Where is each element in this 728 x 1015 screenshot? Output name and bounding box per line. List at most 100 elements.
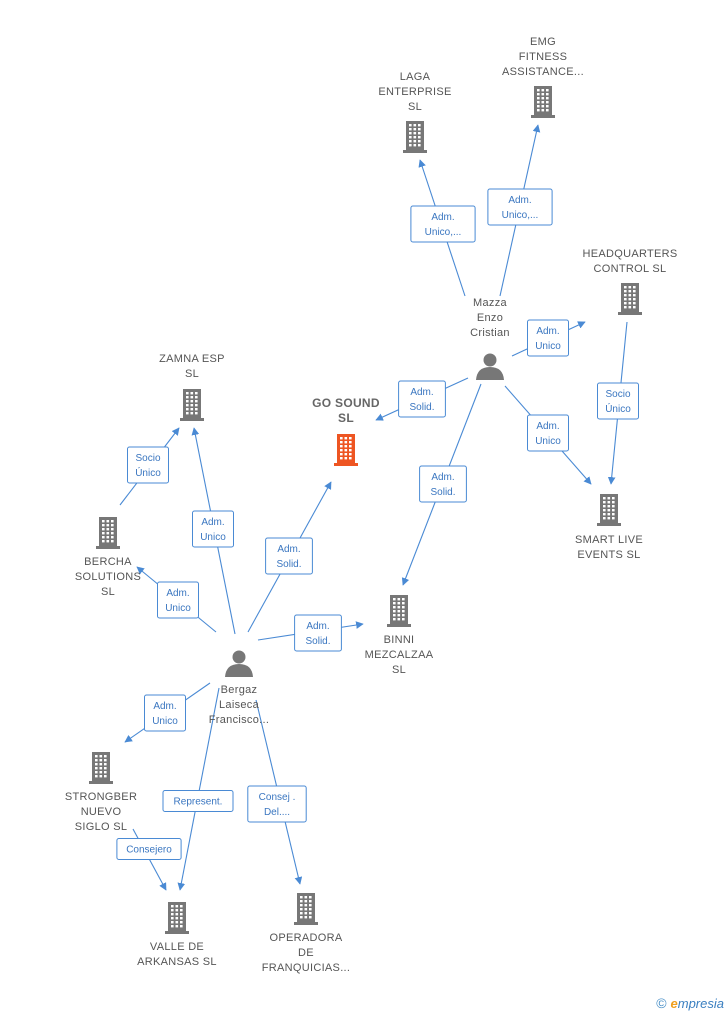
- strongber-building-icon[interactable]: [89, 752, 113, 784]
- edge-label-box[interactable]: Consejero: [116, 838, 182, 860]
- node-smart-label-line: SMART LIVE: [575, 534, 643, 546]
- edge-label-text: Unico: [535, 341, 561, 352]
- node-gosound-label-line: GO SOUND: [312, 396, 380, 410]
- edge-label-text: Unico: [165, 603, 191, 614]
- edge-mazza-to-smart[interactable]: Adm. Unico: [504, 385, 592, 485]
- node-hq[interactable]: HEADQUARTERS CONTROL SL: [582, 248, 677, 315]
- edge-mazza-to-gosound[interactable]: Adm.Solid.: [375, 377, 469, 421]
- edge-label-text: Adm.: [536, 421, 559, 432]
- node-operadora-label-line: OPERADORA: [270, 932, 343, 944]
- edge-bergaz-to-valle[interactable]: Represent.: [162, 687, 234, 891]
- edge-mazza-to-hq[interactable]: Adm. Unico: [511, 319, 586, 357]
- edge-label-text: Socio: [605, 389, 630, 400]
- emg-building-icon[interactable]: [531, 86, 555, 118]
- edge-label-text: Solid.: [409, 402, 434, 413]
- edge-label-text: Unico: [200, 532, 226, 543]
- node-valle-label-line: ARKANSAS SL: [137, 956, 217, 968]
- edge-label-text: Adm.: [277, 544, 300, 555]
- edge-label-text: Unico: [152, 716, 178, 727]
- edges-layer: Adm.Unico,...Adm.Unico,...Adm.UnicoAdm.S…: [116, 124, 639, 891]
- node-strongber[interactable]: STRONGBER NUEVO SIGLO SL: [65, 752, 137, 833]
- edge-label-text: Adm.: [431, 212, 454, 223]
- edge-mazza-to-binni[interactable]: Adm. Solid.: [401, 383, 482, 586]
- edge-label-text: Del....: [264, 807, 290, 818]
- node-hq-label-line: CONTROL SL: [594, 263, 667, 275]
- edge-label-text: Socio: [135, 453, 160, 464]
- edge-label-box[interactable]: Adm. Unico: [527, 414, 569, 452]
- edge-label-box[interactable]: Adm. Solid.: [294, 614, 342, 652]
- zamna-building-icon[interactable]: [180, 389, 204, 421]
- edge-label-box[interactable]: Adm.Unico: [144, 694, 186, 732]
- node-operadora[interactable]: OPERADORADEFRANQUICIAS...: [262, 893, 351, 974]
- edge-label-box[interactable]: Represent.: [162, 790, 234, 812]
- node-strongber-label-line: STRONGBER: [65, 791, 137, 803]
- node-bercha-label-line: SL: [101, 586, 115, 598]
- node-zamna-label-line: ZAMNA ESP: [159, 353, 225, 365]
- node-valle-label-line: VALLE DE: [150, 941, 204, 953]
- edge-strongber-to-valle[interactable]: Consejero: [116, 828, 182, 891]
- bercha-building-icon[interactable]: [96, 517, 120, 549]
- node-emg-label-line: FITNESS: [519, 51, 568, 63]
- edge-label-text: Solid.: [305, 636, 330, 647]
- edge-label-text: Adm.: [306, 621, 329, 632]
- bergaz-person-icon[interactable]: [225, 650, 253, 678]
- node-emg[interactable]: EMG FITNESS ASSISTANCE...: [502, 36, 584, 118]
- mazza-person-icon[interactable]: [476, 353, 504, 381]
- edge-label-text: Unico,...: [502, 210, 539, 221]
- node-emg-label-line: EMG: [530, 36, 556, 48]
- node-laga-label-line: LAGA: [400, 71, 431, 83]
- node-valle[interactable]: VALLE DE ARKANSAS SL: [137, 902, 217, 968]
- operadora-building-icon[interactable]: [294, 893, 318, 925]
- node-strongber-label-line: SIGLO SL: [75, 821, 128, 833]
- node-strongber-label-line: NUEVO: [81, 806, 122, 818]
- edge-label-box[interactable]: Adm.Solid.: [265, 537, 313, 575]
- hq-building-icon[interactable]: [618, 283, 642, 315]
- edge-label-text: Adm.: [536, 326, 559, 337]
- edge-bergaz-to-gosound[interactable]: Adm.Solid.: [247, 481, 332, 633]
- node-bergaz-label-line: Laiseca: [219, 699, 260, 711]
- binni-building-icon[interactable]: [387, 595, 411, 627]
- edge-mazza-to-laga[interactable]: Adm.Unico,...: [410, 159, 476, 297]
- node-bergaz[interactable]: BergazLaisecaFrancisco...: [209, 650, 269, 727]
- laga-building-icon[interactable]: [403, 121, 427, 153]
- edge-label-text: Unico: [535, 436, 561, 447]
- edge-bergaz-to-operadora[interactable]: Consej .Del....: [247, 699, 307, 885]
- node-hq-label-line: HEADQUARTERS: [582, 248, 677, 260]
- edge-bergaz-to-zamna[interactable]: Adm. Unico: [191, 427, 236, 635]
- edge-label-box[interactable]: Adm.Solid.: [398, 380, 446, 418]
- node-emg-label-line: ASSISTANCE...: [502, 66, 584, 78]
- edge-mazza-to-emg[interactable]: Adm.Unico,...: [487, 124, 553, 297]
- empresia-logo[interactable]: © empresia: [656, 995, 724, 1011]
- node-gosound-label-line: SL: [338, 411, 354, 425]
- edge-bergaz-to-bercha[interactable]: Adm.Unico: [136, 566, 217, 633]
- node-binni-label-line: SL: [392, 664, 406, 676]
- edge-label-text: Adm.: [201, 517, 224, 528]
- edge-label-box[interactable]: Adm.Unico,...: [410, 205, 476, 243]
- edge-label-box[interactable]: Adm. Unico: [192, 510, 234, 548]
- edge-label-text: Adm.: [431, 472, 454, 483]
- gosound-building-icon[interactable]: [334, 434, 358, 466]
- edge-label-box[interactable]: Adm.Unico: [157, 581, 199, 619]
- edge-bergaz-to-binni[interactable]: Adm. Solid.: [257, 614, 364, 652]
- node-operadora-label-line: FRANQUICIAS...: [262, 962, 351, 974]
- edge-label-box[interactable]: Adm. Unico: [527, 319, 569, 357]
- edge-label-box[interactable]: Consej .Del....: [247, 785, 307, 823]
- edge-label-box[interactable]: Adm.Unico,...: [487, 188, 553, 226]
- edge-label-box[interactable]: Adm.Solid.: [419, 465, 467, 503]
- smart-building-icon[interactable]: [597, 494, 621, 526]
- edge-bergaz-to-strongber[interactable]: Adm.Unico: [124, 682, 211, 743]
- brand-name: empresia: [670, 995, 724, 1011]
- valle-building-icon[interactable]: [165, 902, 189, 934]
